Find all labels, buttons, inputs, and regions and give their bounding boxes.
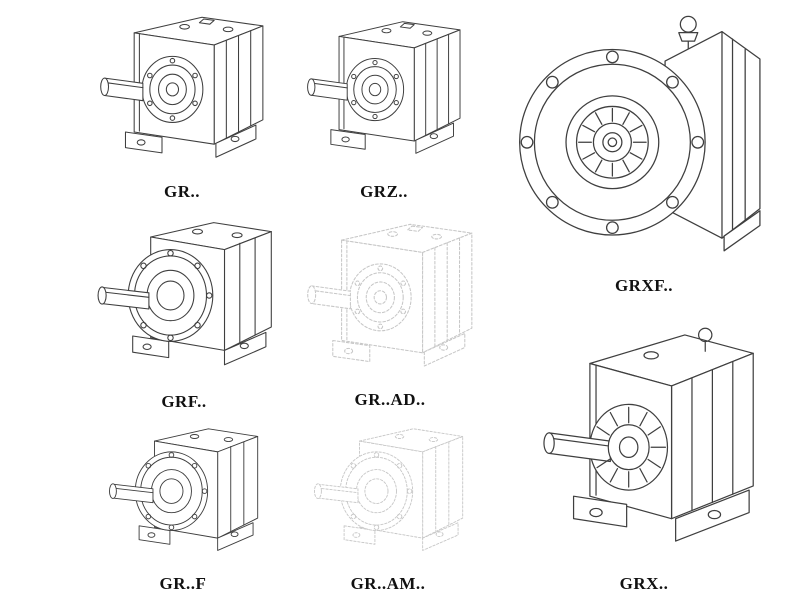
gearbox-drawing-grx: [496, 302, 792, 572]
gearbox-drawing-grf: [80, 210, 288, 390]
gearbox-drawing-gr: [82, 4, 282, 180]
gearbox-label-grx: GRX..: [619, 574, 669, 593]
gearbox-drawing-gr-am: [288, 418, 488, 572]
gearbox-label-grz: GRZ..: [360, 182, 408, 201]
gearbox-figure-grxf: GRXF..: [496, 0, 792, 300]
gearbox-figure-gr-am: GR..AM..: [288, 418, 488, 598]
gearbox-figure-gr-ad: GR..AD..: [288, 212, 492, 414]
gearbox-figure-grz: GRZ..: [290, 4, 478, 206]
gearbox-drawing-gr-f: [82, 418, 284, 572]
gearbox-label-grf: GRF..: [161, 392, 207, 411]
gearbox-label-gr: GR..: [164, 182, 200, 201]
gearbox-label-gr-am: GR..AM..: [350, 574, 426, 593]
gearbox-figure-grf: GRF..: [80, 210, 288, 416]
gearbox-figure-gr-f: GR..F: [82, 418, 284, 598]
gearbox-label-gr-f: GR..F: [159, 574, 207, 593]
gearbox-drawing-grz: [290, 4, 478, 180]
gearbox-label-grxf: GRXF..: [614, 276, 674, 295]
gearbox-drawing-grxf: [496, 0, 792, 274]
gearbox-figure-gr: GR..: [82, 4, 282, 206]
gearbox-drawing-gr-ad: [288, 212, 492, 388]
gearbox-figure-grx: GRX..: [496, 302, 792, 598]
gearbox-label-gr-ad: GR..AD..: [354, 390, 426, 409]
